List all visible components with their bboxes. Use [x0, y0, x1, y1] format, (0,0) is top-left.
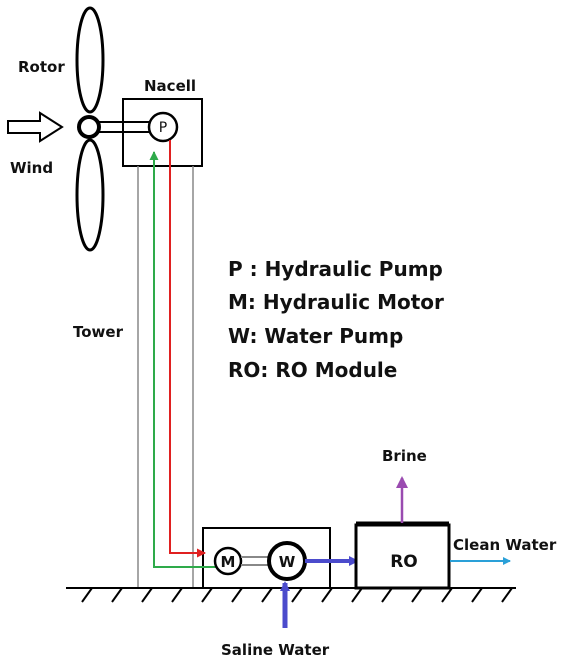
wind-arrow-icon — [7, 111, 64, 143]
upper-blade — [75, 6, 105, 114]
rotor-blades — [75, 6, 105, 252]
wind-label: Wind — [10, 159, 53, 177]
ro-letter: RO — [390, 552, 418, 572]
brine-label: Brine — [382, 447, 427, 465]
supply-line — [169, 140, 206, 558]
coupling-shaft — [241, 556, 268, 566]
nacelle-box — [122, 98, 203, 167]
hydraulic-motor — [213, 546, 243, 576]
water-pump-letter: W — [279, 553, 296, 571]
nacelle-label: Nacell — [144, 77, 196, 95]
ground — [66, 587, 516, 603]
legend-item-p: P : Hydraulic Pump — [228, 257, 443, 281]
pump-letter: P — [159, 120, 167, 136]
hydraulic-pump — [147, 111, 179, 143]
lower-blade — [75, 138, 105, 252]
legend-item-m: M: Hydraulic Motor — [228, 290, 444, 314]
legend-item-w: W: Water Pump — [228, 324, 403, 348]
tower-label: Tower — [73, 323, 124, 341]
saline-water-label: Saline Water — [221, 641, 330, 659]
rotor-hub — [77, 115, 101, 139]
legend: P : Hydraulic Pump M: Hydraulic Motor W:… — [228, 257, 444, 382]
clean-water-label: Clean Water — [453, 536, 557, 554]
rotor-shaft — [99, 121, 150, 133]
tower — [137, 166, 194, 588]
legend-item-ro: RO: RO Module — [228, 358, 397, 382]
return-line — [149, 151, 217, 568]
rotor-label: Rotor — [18, 58, 65, 76]
motor-letter: M — [221, 553, 236, 571]
